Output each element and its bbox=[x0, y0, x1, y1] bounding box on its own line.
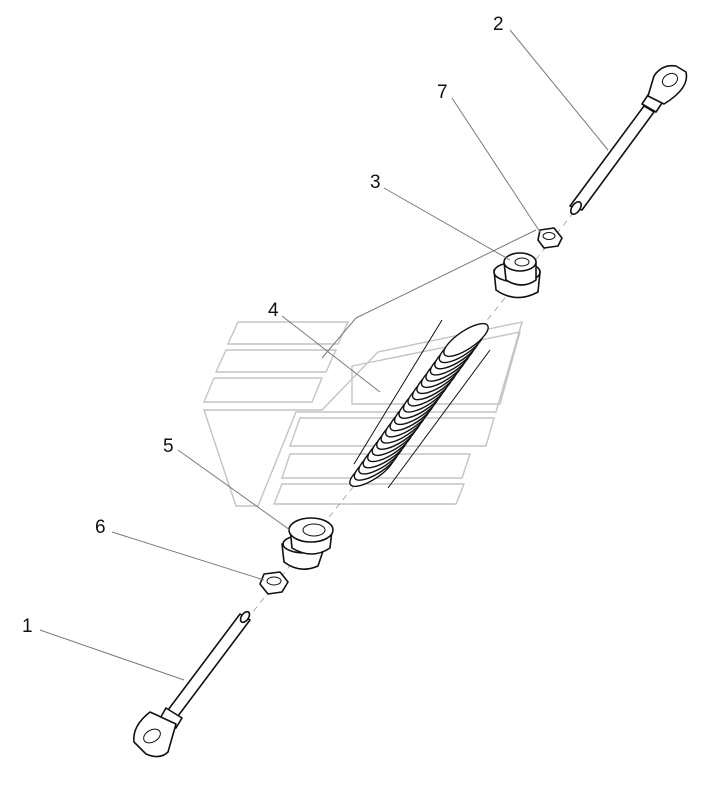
part-2-upper-rod bbox=[569, 64, 688, 215]
callout-7: 7 bbox=[437, 82, 448, 103]
callout-1: 1 bbox=[22, 616, 33, 637]
leader-lines bbox=[39, 29, 609, 681]
part-4-spring bbox=[349, 319, 491, 489]
part-3-upper-spring-seat bbox=[493, 252, 541, 299]
part-6-lower-nut bbox=[259, 571, 289, 595]
callout-2: 2 bbox=[493, 14, 504, 35]
callout-3: 3 bbox=[370, 172, 381, 193]
callout-labels: 1 2 3 4 5 6 7 bbox=[22, 14, 504, 637]
callout-5: 5 bbox=[163, 436, 174, 457]
part-1-lower-rod bbox=[133, 610, 251, 758]
callout-6: 6 bbox=[95, 517, 106, 538]
part-7-upper-nut bbox=[537, 227, 563, 249]
part-5-lower-spring-seat bbox=[281, 517, 334, 570]
spring-coil bbox=[443, 322, 489, 358]
callout-4: 4 bbox=[268, 300, 279, 321]
